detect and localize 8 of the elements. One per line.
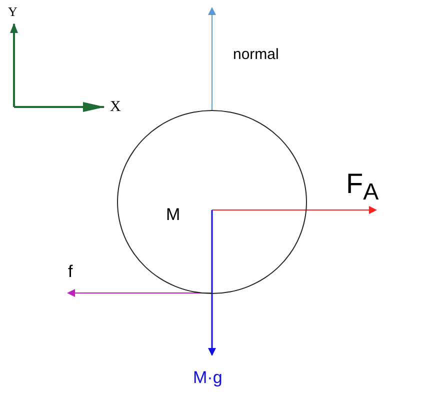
- force-label: M·g: [193, 369, 222, 386]
- force-label: normal: [233, 47, 279, 62]
- axis-label: X: [110, 100, 121, 115]
- force-label: F$_{A}$: [346, 170, 379, 204]
- axis-label: Y: [8, 5, 18, 18]
- mass-label: M: [166, 206, 180, 223]
- force-label: f: [68, 263, 73, 280]
- mass-circle: [117, 110, 307, 294]
